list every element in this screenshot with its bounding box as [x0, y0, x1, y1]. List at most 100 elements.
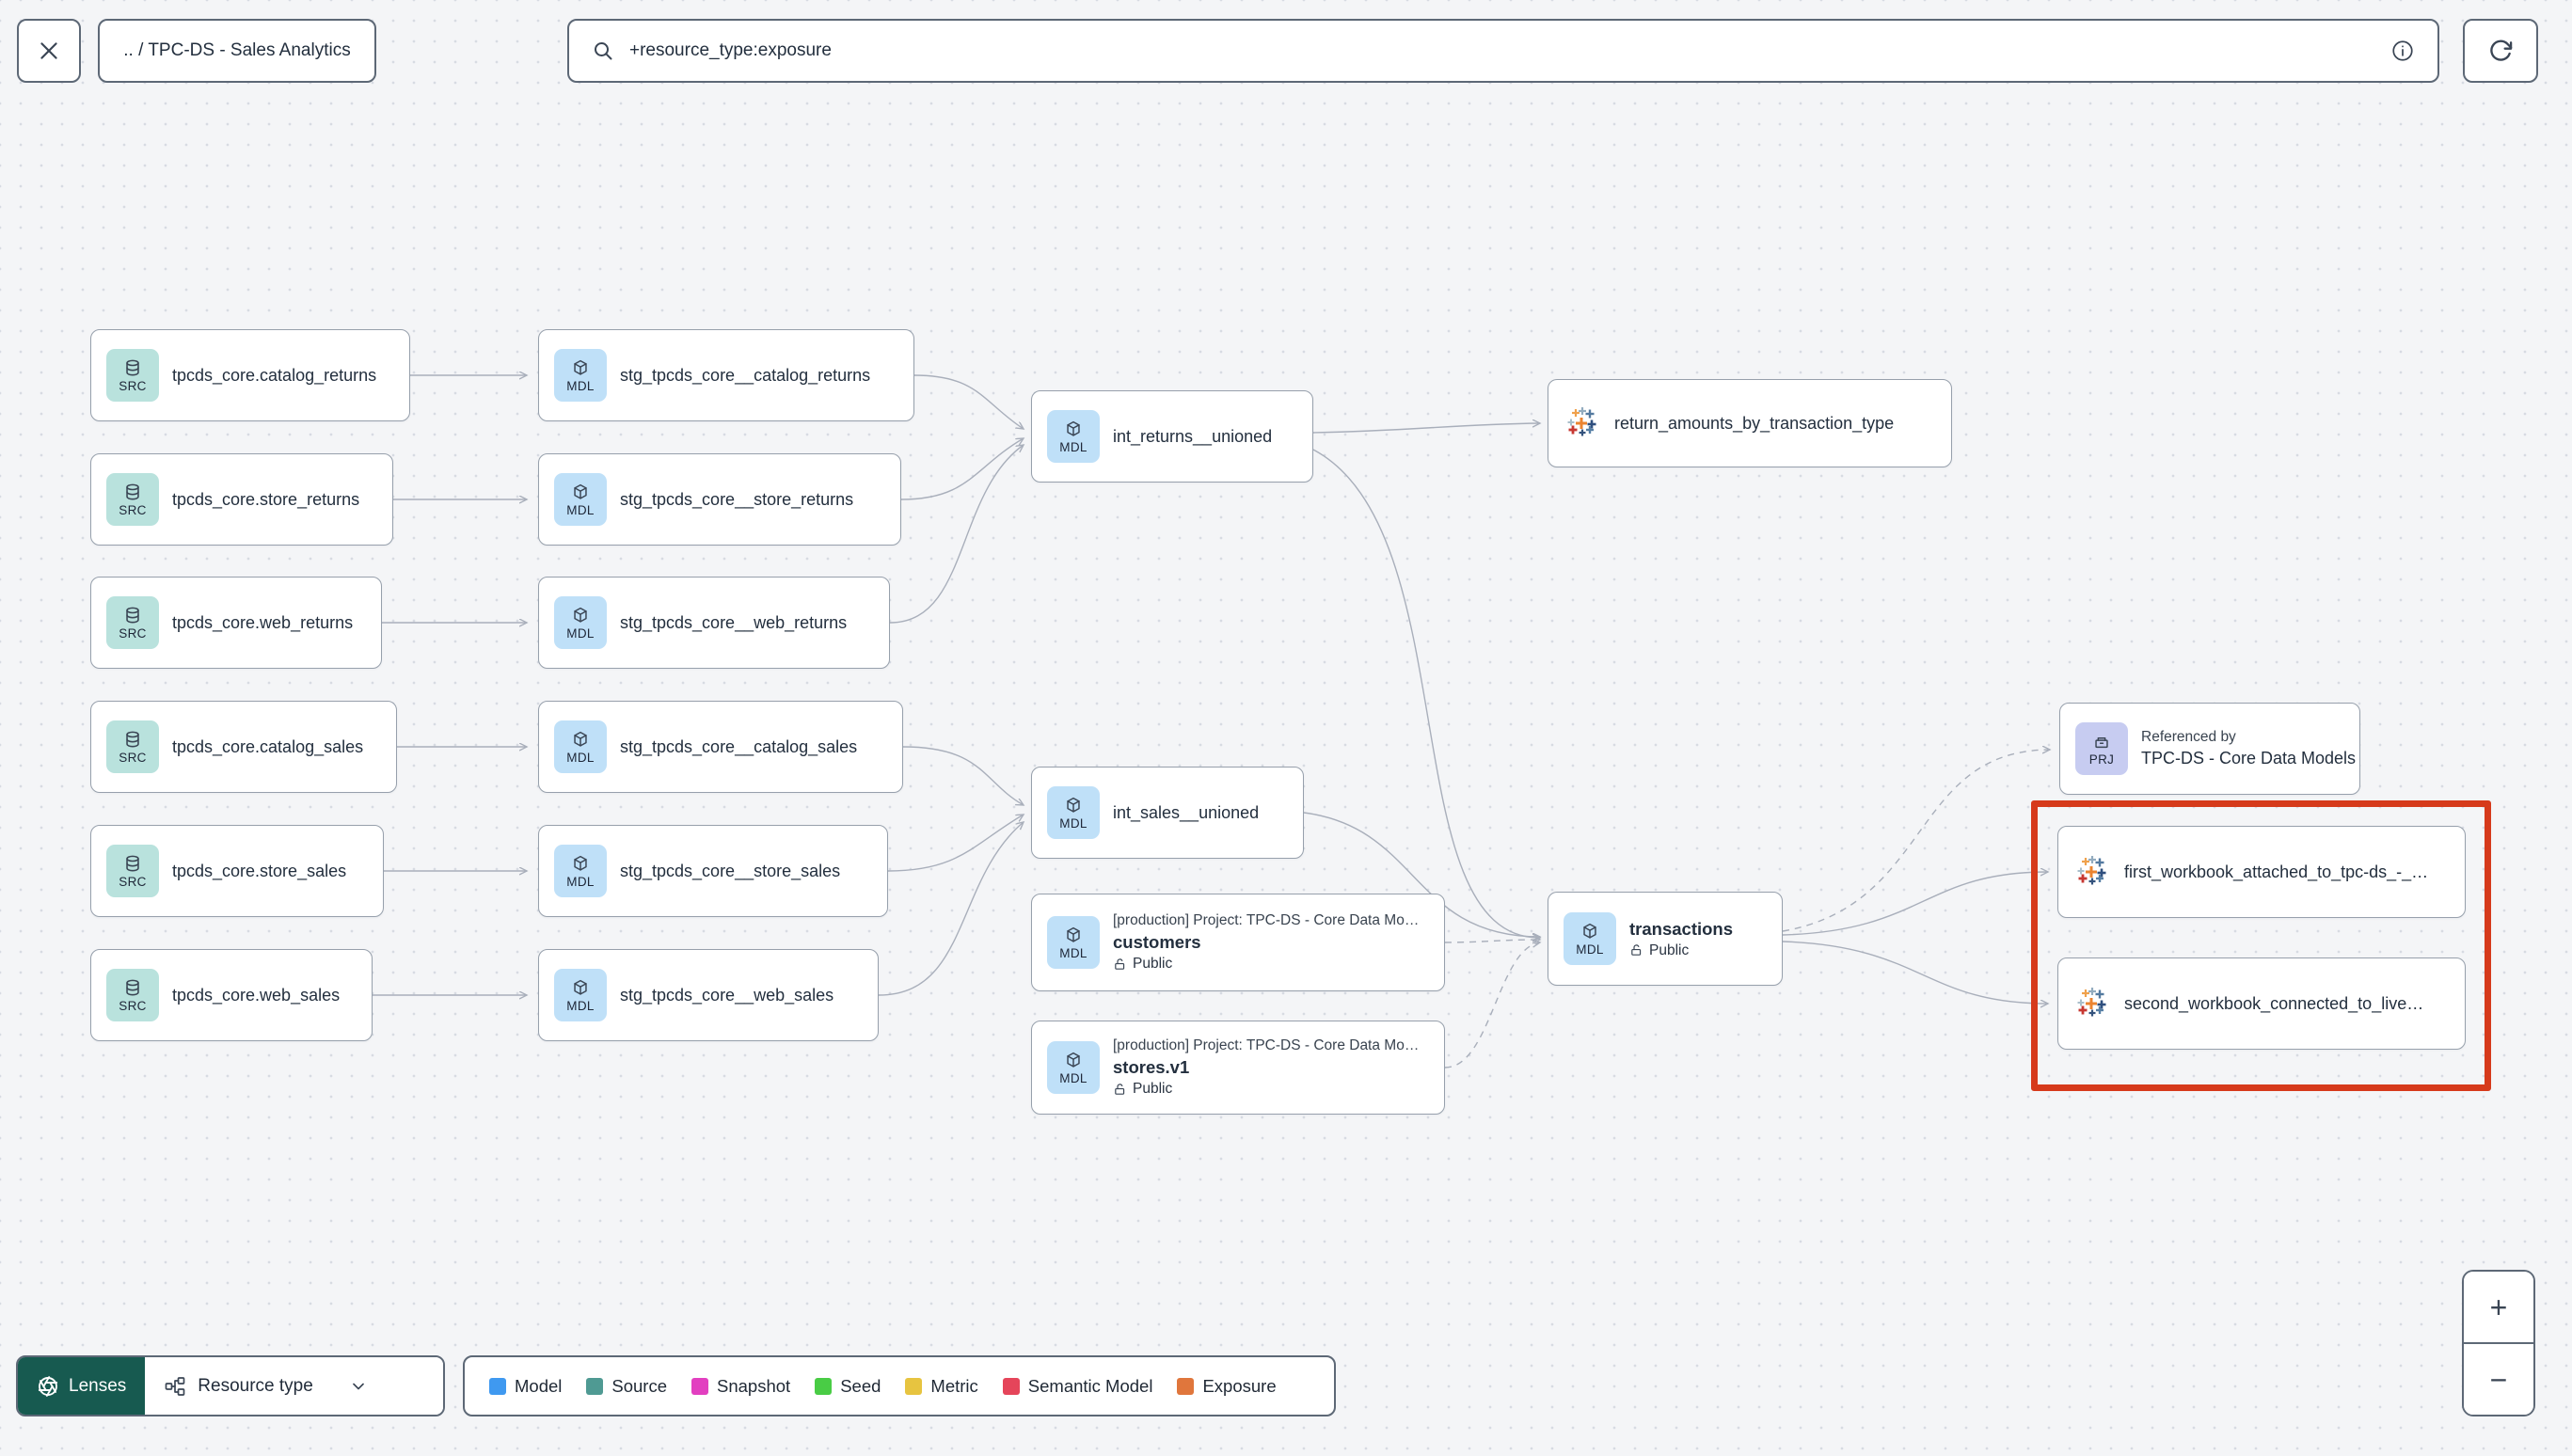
node-model-customers[interactable]: MDL [production] Project: TPC-DS - Core …: [1031, 894, 1445, 991]
node-title: customers: [1113, 932, 1201, 952]
model-badge-icon: MDL: [1047, 410, 1100, 463]
zoom-out-button[interactable]: −: [2464, 1342, 2533, 1415]
node-visibility: Public: [1113, 1081, 1419, 1098]
source-badge-icon: SRC: [106, 969, 159, 1021]
close-button[interactable]: [17, 19, 81, 83]
edge-stg-catalog-sales-to-int: [902, 746, 1024, 805]
node-title: stg_tpcds_core__catalog_sales: [620, 736, 858, 756]
edge-transactions-to-second-workbook: [1782, 941, 2048, 1004]
tableau-icon: [1567, 407, 1596, 436]
breadcrumb[interactable]: .. / TPC-DS - Sales Analytics: [98, 19, 376, 83]
cube-icon: [574, 483, 587, 499]
unlock-icon: [1115, 957, 1125, 970]
archive-icon: [2095, 737, 2108, 749]
node-title: transactions: [1629, 918, 1734, 939]
edge-stg-web-sales-to-int: [878, 822, 1024, 996]
database-icon: [126, 483, 139, 500]
legend-item-model: Model: [489, 1376, 562, 1397]
cube-icon: [574, 359, 587, 375]
node-source-tpcds-core-web-returns[interactable]: SRC tpcds_core.web_returns: [90, 577, 382, 669]
cube-icon: [574, 607, 587, 623]
edge-stg-store-returns-to-int: [900, 438, 1024, 500]
node-model-transactions[interactable]: MDL transactions Public: [1548, 892, 1783, 986]
database-icon: [126, 855, 139, 872]
cube-icon: [1067, 1052, 1080, 1068]
node-model-stg-web-sales[interactable]: MDL stg_tpcds_core__web_sales: [538, 949, 879, 1041]
node-exposure-return-amounts-by-transaction-type[interactable]: return_amounts_by_transaction_type: [1548, 379, 1952, 467]
model-badge-icon: MDL: [1047, 786, 1100, 839]
node-title: stg_tpcds_core__catalog_returns: [620, 365, 871, 385]
node-source-tpcds-core-catalog-returns[interactable]: SRC tpcds_core.catalog_returns: [90, 329, 410, 421]
resource-type-icon: [165, 1376, 185, 1396]
zoom-in-button[interactable]: +: [2464, 1272, 2533, 1342]
edge-stores-to-transactions: [1444, 942, 1540, 1068]
model-badge-icon: MDL: [554, 349, 607, 402]
refresh-icon: [2490, 40, 2513, 61]
database-icon: [126, 979, 139, 996]
node-title: tpcds_core.store_sales: [172, 861, 347, 880]
node-source-tpcds-core-store-returns[interactable]: SRC tpcds_core.store_returns: [90, 453, 393, 546]
node-visibility: Public: [1113, 956, 1419, 973]
node-source-tpcds-core-store-sales[interactable]: SRC tpcds_core.store_sales: [90, 825, 384, 917]
search-bar[interactable]: [567, 19, 2439, 83]
node-title: tpcds_core.web_sales: [172, 985, 341, 1005]
legend-item-snapshot: Snapshot: [691, 1376, 790, 1397]
edge-stg-catalog-returns-to-int: [913, 374, 1024, 429]
node-model-stores-v1[interactable]: MDL [production] Project: TPC-DS - Core …: [1031, 1021, 1445, 1115]
model-badge-icon: MDL: [554, 596, 607, 649]
node-caption: Referenced by: [2141, 729, 2236, 745]
database-icon: [126, 359, 139, 376]
node-source-tpcds-core-web-sales[interactable]: SRC tpcds_core.web_sales: [90, 949, 373, 1041]
refresh-button[interactable]: [2463, 19, 2538, 83]
legend-swatch: [1002, 1377, 1020, 1395]
node-title: stg_tpcds_core__store_returns: [620, 489, 854, 509]
node-title: int_returns__unioned: [1113, 426, 1273, 446]
node-title: stores.v1: [1113, 1057, 1190, 1077]
model-badge-icon: MDL: [554, 845, 607, 897]
node-model-stg-catalog-sales[interactable]: MDL stg_tpcds_core__catalog_sales: [538, 701, 903, 793]
legend-swatch: [815, 1377, 833, 1395]
lenses-toolbar: Lenses Resource type: [16, 1355, 445, 1416]
node-model-stg-store-returns[interactable]: MDL stg_tpcds_core__store_returns: [538, 453, 901, 546]
node-model-stg-catalog-returns[interactable]: MDL stg_tpcds_core__catalog_returns: [538, 329, 914, 421]
node-model-int-returns-unioned[interactable]: MDL int_returns__unioned: [1031, 390, 1313, 483]
legend-swatch: [1177, 1377, 1195, 1395]
edge-int-returns-to-transactions: [1312, 449, 1540, 938]
node-title: stg_tpcds_core__web_sales: [620, 985, 834, 1005]
node-source-tpcds-core-catalog-sales[interactable]: SRC tpcds_core.catalog_sales: [90, 701, 397, 793]
edge-stg-web-returns-to-int: [889, 445, 1024, 624]
node-model-int-sales-unioned[interactable]: MDL int_sales__unioned: [1031, 767, 1304, 859]
model-badge-icon: MDL: [554, 969, 607, 1021]
edge-customers-to-transactions: [1444, 940, 1540, 942]
search-input[interactable]: [627, 40, 2377, 62]
model-badge-icon: MDL: [1047, 916, 1100, 969]
unlock-icon: [1115, 1083, 1125, 1095]
legend: Model Source Snapshot Seed Metric Semant…: [463, 1355, 1336, 1416]
legend-item-exposure: Exposure: [1177, 1376, 1277, 1397]
node-project-tpcds-core-data-models[interactable]: PRJ Referenced by TPC-DS - Core Data Mod…: [2059, 703, 2360, 795]
source-badge-icon: SRC: [106, 845, 159, 897]
edge-stg-store-sales-to-int: [887, 815, 1024, 872]
cube-icon: [574, 731, 587, 747]
exposure-highlight-rect: [2031, 800, 2491, 1091]
resource-type-dropdown[interactable]: Resource type: [145, 1357, 443, 1415]
node-title: stg_tpcds_core__web_returns: [620, 612, 848, 632]
cube-icon: [574, 855, 587, 871]
cube-icon: [1067, 420, 1080, 436]
node-title: TPC-DS - Core Data Models: [2141, 749, 2357, 768]
node-title: return_amounts_by_transaction_type: [1614, 413, 1895, 433]
edge-transactions-to-first-workbook: [1782, 872, 2048, 936]
node-project-line: [production] Project: TPC-DS - Core Data…: [1113, 912, 1420, 928]
lenses-button[interactable]: Lenses: [18, 1357, 146, 1415]
node-exposure-second-workbook[interactable]: second_workbook_connected_to_live…: [2057, 957, 2466, 1050]
node-model-stg-web-returns[interactable]: MDL stg_tpcds_core__web_returns: [538, 577, 890, 669]
node-visibility: Public: [1629, 942, 1733, 959]
node-title: tpcds_core.catalog_returns: [172, 365, 377, 385]
source-badge-icon: SRC: [106, 349, 159, 402]
node-exposure-first-workbook[interactable]: first_workbook_attached_to_tpc-ds_-_…: [2057, 826, 2466, 918]
info-icon[interactable]: [2390, 39, 2415, 63]
zoom-controls: + −: [2462, 1270, 2535, 1416]
search-icon: [595, 42, 612, 60]
node-model-stg-store-sales[interactable]: MDL stg_tpcds_core__store_sales: [538, 825, 888, 917]
